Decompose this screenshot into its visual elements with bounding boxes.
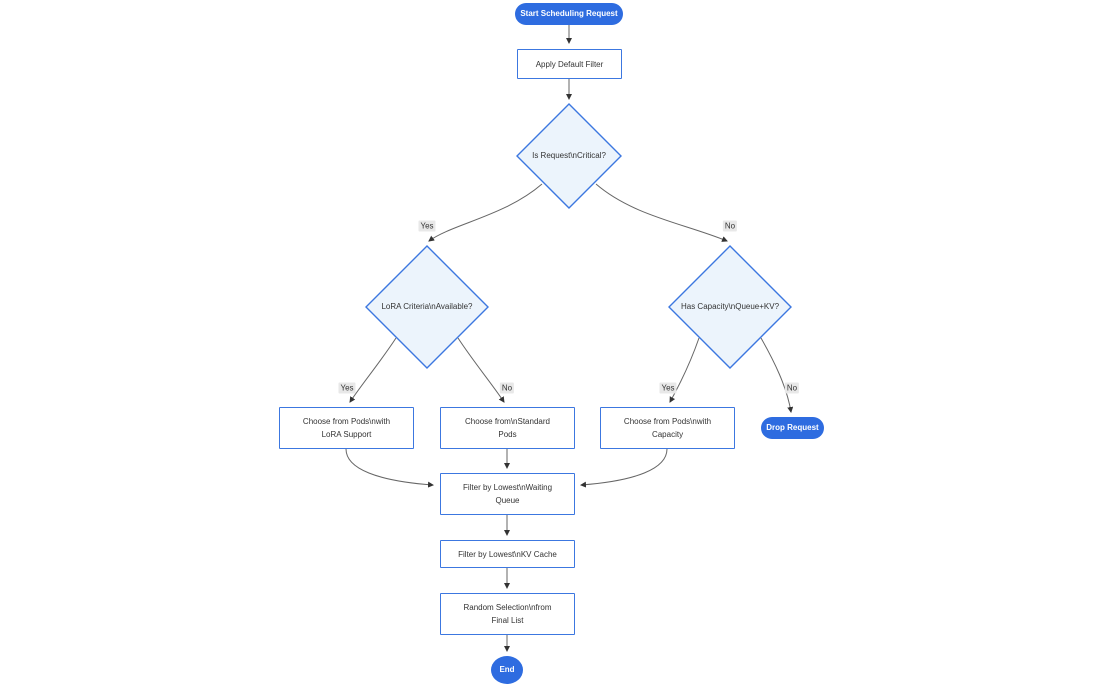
edge-label-critical-no: No	[722, 220, 738, 232]
edge-choose-lora-to-filter-queue	[345, 448, 434, 488]
node-choose-pods-lora-line1: Choose from Pods\nwith	[302, 417, 391, 426]
decision-lora-criteria-shape	[365, 245, 489, 369]
edge-label-lora-yes: Yes	[338, 382, 356, 394]
node-choose-pods-capacity-line1: Choose from Pods\nwith	[623, 417, 712, 426]
node-end-label: End	[499, 665, 515, 674]
edge-critical-no-to-capacity	[595, 183, 728, 242]
edge-label-capacity-yes: Yes	[659, 382, 677, 394]
node-choose-standard-pods-line1: Choose from\nStandard	[465, 417, 550, 426]
node-filter-kv-cache-label: Filter by Lowest\nKV Cache	[458, 549, 557, 559]
node-filter-waiting-queue-line2: Queue	[495, 496, 520, 505]
node-start: Start Scheduling Request	[515, 3, 623, 25]
node-choose-standard-pods: Choose from\nStandard Pods	[440, 407, 575, 449]
node-apply-default-filter-label: Apply Default Filter	[535, 59, 604, 69]
node-drop-request-label: Drop Request	[766, 423, 819, 432]
node-random-selection: Random Selection\nfrom Final List	[440, 593, 575, 635]
edge-label-lora-no: No	[499, 382, 515, 394]
decision-has-capacity-label: Has Capacity\nQueue+KV?	[680, 302, 780, 311]
node-filter-waiting-queue: Filter by Lowest\nWaiting Queue	[440, 473, 575, 515]
node-end: End	[491, 656, 523, 684]
decision-has-capacity-shape	[668, 245, 792, 369]
edge-critical-yes-to-lora	[428, 183, 543, 242]
edge-label-critical-yes: Yes	[418, 220, 436, 232]
decision-is-request-critical-shape	[516, 103, 622, 209]
node-choose-pods-lora-line2: LoRA Support	[321, 430, 372, 439]
node-random-selection-line1: Random Selection\nfrom	[463, 603, 552, 612]
node-start-label: Start Scheduling Request	[520, 9, 618, 18]
node-filter-waiting-queue-line1: Filter by Lowest\nWaiting	[462, 483, 553, 492]
decision-is-request-critical-label: Is Request\nCritical?	[532, 151, 606, 160]
node-apply-default-filter: Apply Default Filter	[517, 49, 622, 79]
node-filter-kv-cache: Filter by Lowest\nKV Cache	[440, 540, 575, 568]
edge-lora-no-to-choose-standard	[457, 337, 505, 403]
node-random-selection-line2: Final List	[491, 616, 524, 625]
node-choose-pods-capacity-line2: Capacity	[651, 430, 684, 439]
node-drop-request: Drop Request	[761, 417, 824, 439]
node-choose-pods-capacity: Choose from Pods\nwith Capacity	[600, 407, 735, 449]
edge-capacity-yes-to-choose-capacity	[669, 337, 700, 403]
node-choose-pods-lora: Choose from Pods\nwith LoRA Support	[279, 407, 414, 449]
decision-lora-criteria-label: LoRA Criteria\nAvailable?	[381, 302, 473, 311]
edge-choose-capacity-to-filter-queue	[580, 448, 668, 488]
edge-lora-yes-to-choose-lora	[349, 337, 397, 403]
edge-label-capacity-no: No	[784, 382, 800, 394]
node-choose-standard-pods-line2: Pods	[498, 430, 517, 439]
edge-capacity-no-to-drop	[760, 337, 794, 413]
